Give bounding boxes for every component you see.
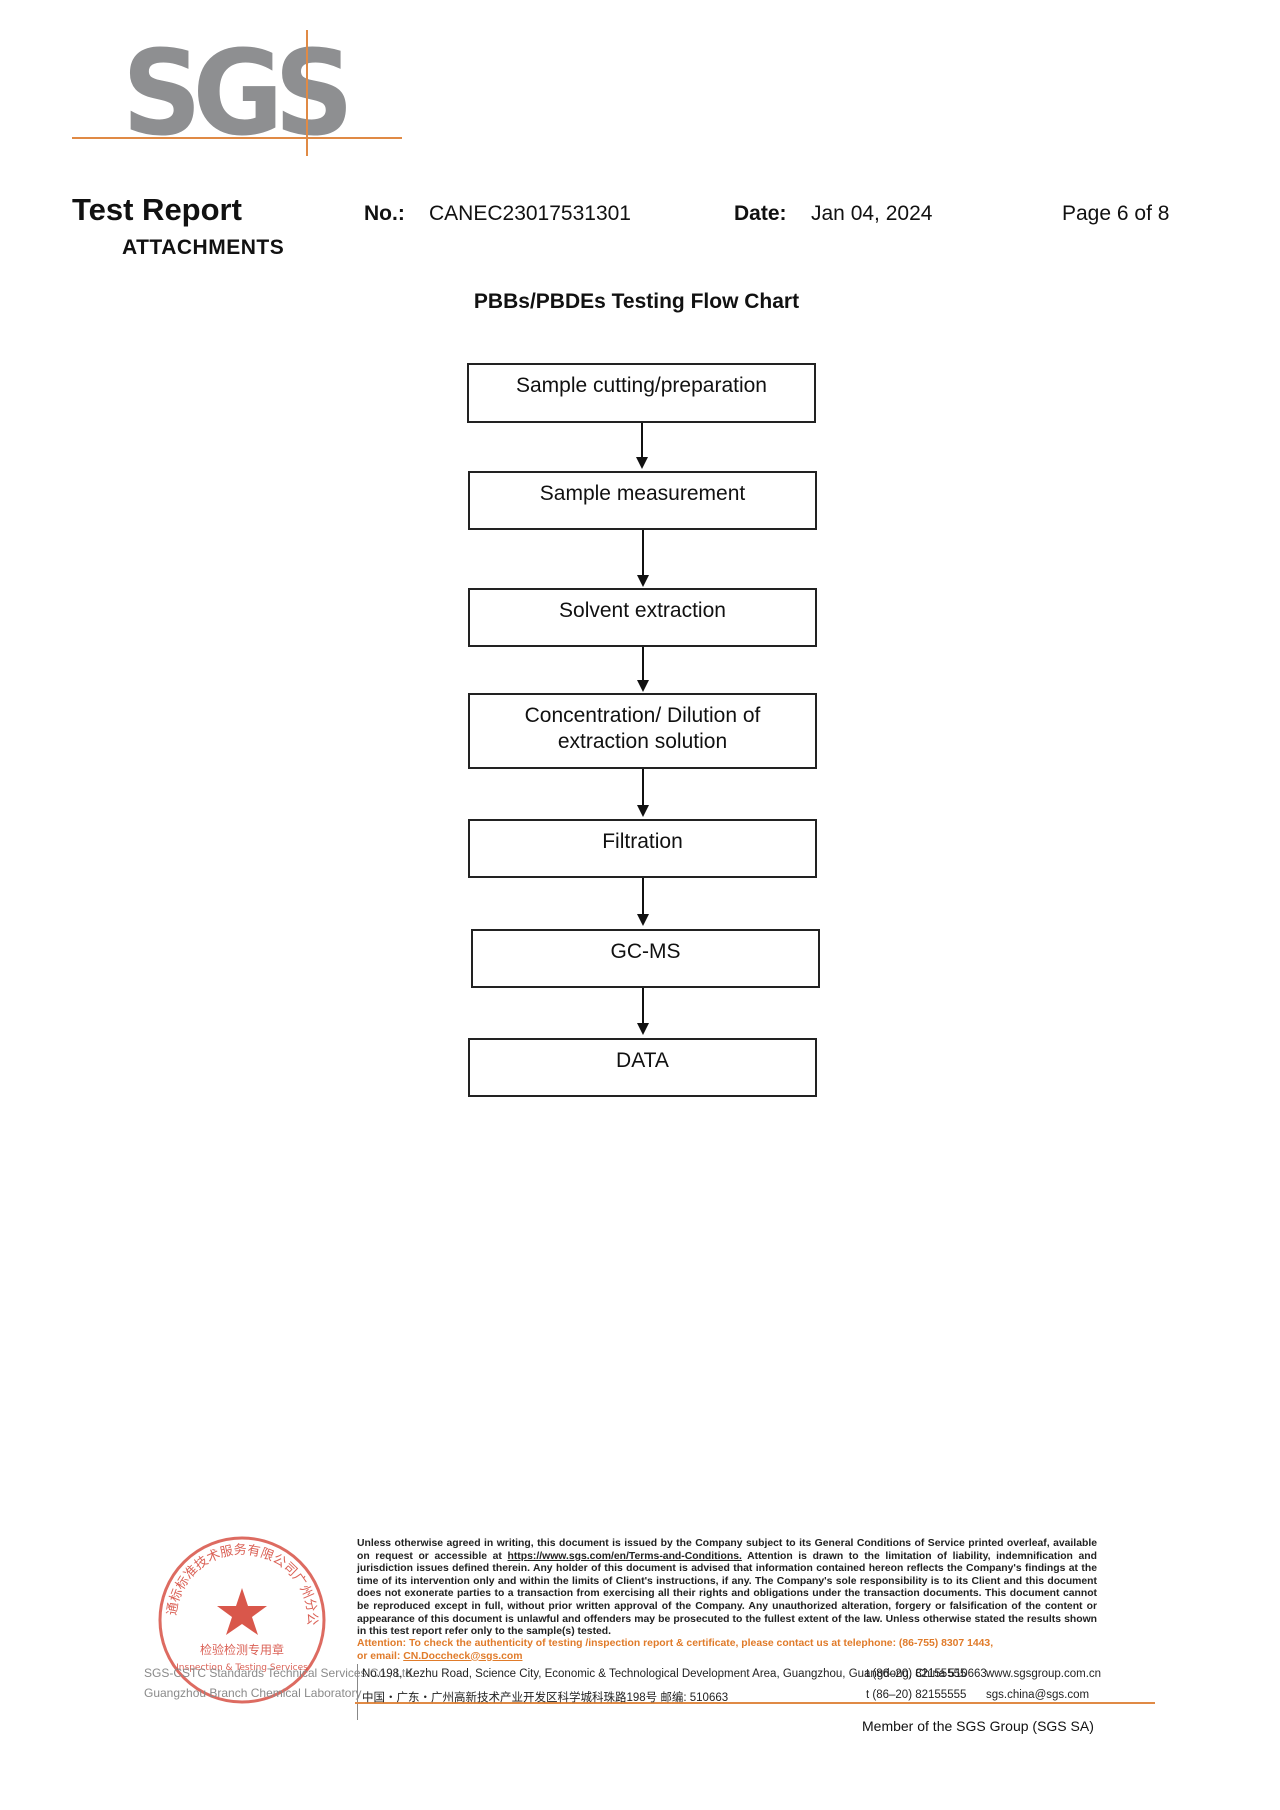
- date-label: Date:: [734, 202, 787, 225]
- arrow-down-icon: [637, 914, 649, 926]
- telephone-2: t (86–20) 82155555: [866, 1689, 967, 1701]
- flow-arrow-line: [642, 988, 644, 1023]
- date-value: Jan 04, 2024: [811, 202, 933, 225]
- doccheck-email-link[interactable]: CN.Doccheck@sgs.com: [403, 1650, 523, 1662]
- website-link[interactable]: www.sgsgroup.com.cn: [986, 1668, 1102, 1680]
- arrow-down-icon: [637, 1023, 649, 1035]
- arrow-down-icon: [637, 805, 649, 817]
- attention-text: Attention: To check the authenticity of …: [357, 1638, 994, 1649]
- flow-arrow-line: [642, 769, 644, 805]
- flow-step-6: GC-MS: [471, 929, 820, 988]
- flow-arrow-line: [642, 878, 644, 914]
- disclaimer-part-1: Unless otherwise agreed in writing, this…: [357, 1538, 1097, 1562]
- attachments-label: ATTACHMENTS: [122, 236, 285, 259]
- address-chinese: 中国・广东・广州高新技术产业开发区科学城科珠路198号 邮编: 510663: [362, 1692, 729, 1704]
- seal-center-en: Inspection & Testing Services: [176, 1663, 308, 1673]
- footer-divider-vertical: [357, 1664, 358, 1720]
- page-number: Page 6 of 8: [1062, 202, 1170, 225]
- flow-step-2: Sample measurement: [468, 471, 817, 530]
- flow-step-1: Sample cutting/preparation: [467, 363, 816, 423]
- email-prefix: or email:: [357, 1650, 404, 1662]
- arrow-down-icon: [636, 457, 648, 469]
- flow-step-label: Solvent extraction: [559, 599, 726, 622]
- report-number-label: No.:: [364, 202, 405, 225]
- flow-arrow-line: [641, 423, 643, 459]
- disclaimer-part-2: Attention is drawn to the limitation of …: [357, 1550, 1097, 1638]
- flow-step-label: Filtration: [602, 830, 683, 853]
- seal-center-cn: 检验检测专用章: [200, 1642, 284, 1657]
- lab-name-line-1: SGS-CSTC Standards Technical Services Co…: [144, 1666, 416, 1680]
- flow-step-label: GC-MS: [610, 940, 681, 963]
- membership-note: Member of the SGS Group (SGS SA): [862, 1718, 1094, 1734]
- report-title: Test Report: [72, 192, 242, 227]
- company-seal: 通标标准技术服务有限公司广州分公司 检验检测专用章 Inspection & T…: [145, 1519, 332, 1710]
- terms-link[interactable]: https://www.sgs.com/en/Terms-and-Conditi…: [507, 1550, 742, 1562]
- telephone-1: t (86–20) 82155555: [866, 1668, 967, 1680]
- logo-vertical-rule: [306, 30, 308, 156]
- sgs-logo: SGS: [60, 20, 402, 162]
- flow-step-label: DATA: [616, 1049, 669, 1072]
- flow-step-4: Concentration/ Dilution of extraction so…: [468, 693, 817, 769]
- lab-name-line-2: Guangzhou Branch Chemical Laboratory: [144, 1686, 362, 1700]
- flowchart-title-text: PBBs/PBDEs Testing Flow Chart: [473, 290, 800, 313]
- flow-step-label: Sample measurement: [539, 482, 746, 505]
- footer-divider: [355, 1702, 1155, 1704]
- flow-step-label: Concentration/ Dilution of extraction so…: [524, 704, 761, 753]
- contact-email-link[interactable]: sgs.china@sgs.com: [986, 1689, 1090, 1701]
- legal-disclaimer: Unless otherwise agreed in writing, this…: [357, 1538, 1097, 1639]
- report-number-value: CANEC23017531301: [429, 202, 631, 225]
- flow-arrow-line: [642, 530, 644, 575]
- flowchart-title: PBBs/PBDEs Testing Flow Chart: [0, 290, 1280, 314]
- seal-graphic: 通标标准技术服务有限公司广州分公司 检验检测专用章 Inspection & T…: [145, 1519, 326, 1704]
- flow-arrow-line: [642, 647, 644, 680]
- flow-step-3: Solvent extraction: [468, 588, 817, 647]
- sgs-logo-text: SGS: [122, 24, 354, 162]
- flowchart: Sample cutting/preparation Sample measur…: [467, 363, 820, 1097]
- arrow-down-icon: [637, 575, 649, 587]
- address-english: No.198, Kezhu Road, Science City, Econom…: [362, 1668, 987, 1680]
- flow-step-7: DATA: [468, 1038, 817, 1097]
- logo-horizontal-rule: [72, 137, 402, 139]
- authenticity-notice: Attention: To check the authenticity of …: [357, 1638, 1097, 1663]
- flow-step-5: Filtration: [468, 819, 817, 878]
- arrow-down-icon: [637, 680, 649, 692]
- flow-step-label: Sample cutting/preparation: [516, 374, 767, 397]
